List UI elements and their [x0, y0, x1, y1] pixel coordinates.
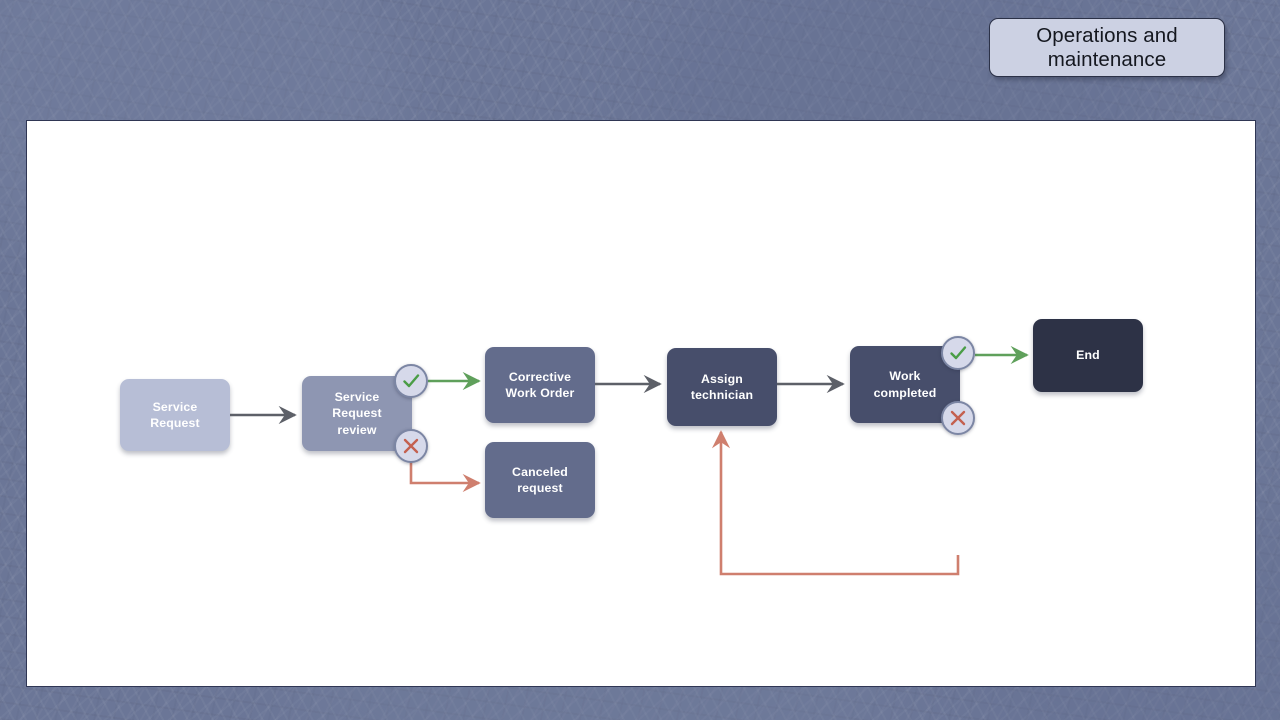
node-label: End — [1076, 348, 1100, 363]
cross-icon — [401, 436, 421, 456]
node-label: Service Request review — [332, 390, 382, 437]
slide-title: Operations and maintenance — [989, 18, 1225, 77]
cross-icon — [948, 408, 968, 428]
node-label: Work completed — [873, 369, 937, 400]
badge-review-approved[interactable] — [394, 364, 428, 398]
node-assign-technician[interactable]: Assign technician — [667, 348, 777, 426]
edge-review-to-canceled — [409, 461, 481, 493]
node-service-request[interactable]: Service Request — [120, 379, 230, 451]
diagram-canvas: Service Request Service Request review C… — [26, 120, 1256, 687]
node-label: Canceled request — [512, 464, 568, 495]
node-end[interactable]: End — [1033, 319, 1143, 392]
check-icon — [401, 371, 421, 391]
node-label: Assign technician — [690, 371, 754, 402]
node-label: Corrective Work Order — [505, 369, 575, 400]
node-label: Service Request — [150, 399, 200, 430]
badge-review-rejected[interactable] — [394, 429, 428, 463]
badge-work-rejected[interactable] — [941, 401, 975, 435]
node-corrective-work-order[interactable]: Corrective Work Order — [485, 347, 595, 423]
edge-rework-loop-to-assign — [711, 430, 960, 576]
check-icon — [948, 343, 968, 363]
node-service-request-review[interactable]: Service Request review — [302, 376, 412, 451]
node-canceled-request[interactable]: Canceled request — [485, 442, 595, 518]
badge-work-approved[interactable] — [941, 336, 975, 370]
